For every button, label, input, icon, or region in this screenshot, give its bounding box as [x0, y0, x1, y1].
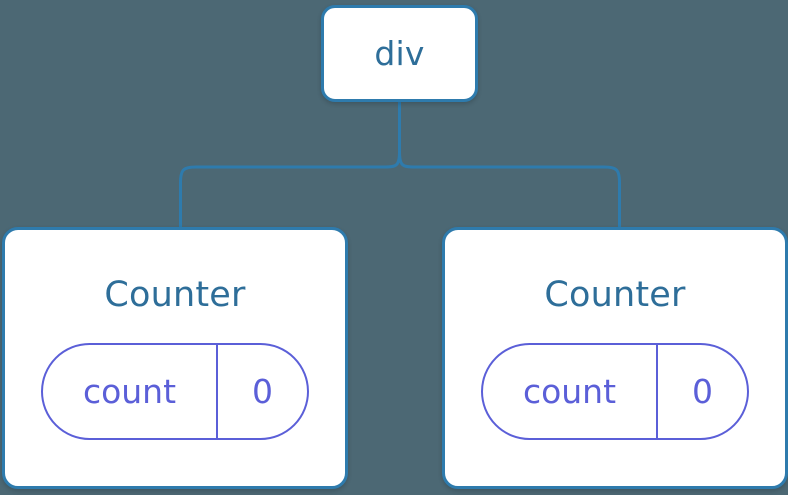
state-value: 0	[252, 372, 273, 411]
node-root-div[interactable]: div	[321, 5, 478, 102]
node-component-counter[interactable]: Counter count 0	[2, 227, 348, 489]
node-component-counter[interactable]: Counter count 0	[442, 227, 788, 489]
connector-branch-left	[179, 150, 401, 231]
state-key: count	[483, 345, 658, 438]
state-pill[interactable]: count 0	[41, 343, 309, 440]
connector-branch-right	[398, 150, 621, 231]
state-value: 0	[692, 372, 713, 411]
state-pill[interactable]: count 0	[481, 343, 749, 440]
state-key: count	[43, 345, 218, 438]
node-component-label: Counter	[544, 275, 686, 315]
node-root-label: div	[374, 34, 425, 73]
node-component-label: Counter	[104, 275, 246, 315]
